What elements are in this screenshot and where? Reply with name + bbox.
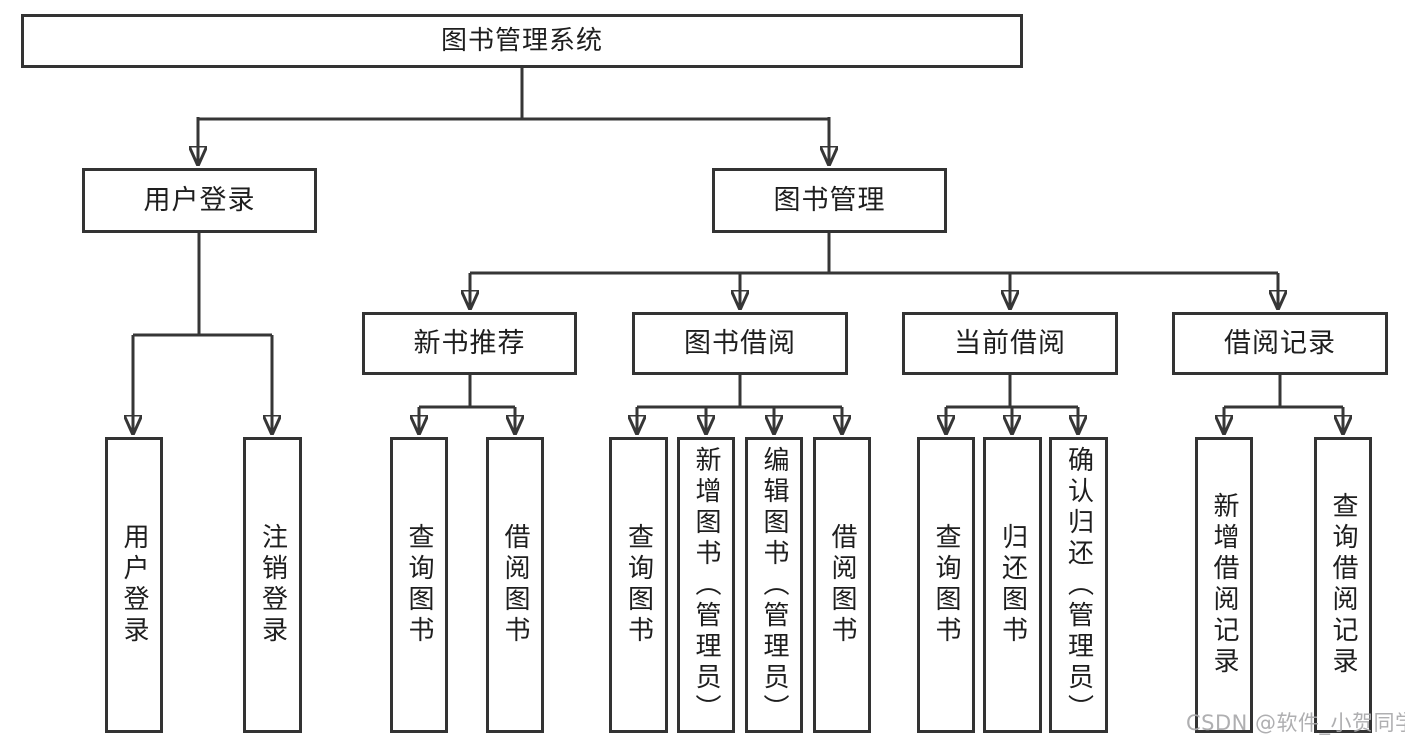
leaf-g4-query-books-label: 查询图书 — [931, 523, 961, 647]
connector-borrowing-to-children — [637, 373, 842, 409]
leaf-g2-borrow-books-label: 借阅图书 — [500, 523, 530, 647]
node-book-borrowing-label: 图书借阅 — [684, 328, 796, 359]
node-borrow-records-label: 借阅记录 — [1224, 328, 1336, 359]
leaf-g4-confirm-return-admin: 确认归还（管理员） — [1049, 437, 1108, 733]
node-current-borrowing-label: 当前借阅 — [954, 328, 1066, 359]
leaf-g3-add-books-admin: 新增图书（管理员） — [677, 437, 735, 733]
node-book-management-label: 图书管理 — [773, 185, 886, 216]
leaf-g4-query-books: 查询图书 — [917, 437, 975, 733]
leaf-g4-return-books: 归还图书 — [983, 437, 1042, 733]
connector-bookmgmt-to-level3 — [470, 231, 1278, 275]
leaf-g3-edit-books-admin: 编辑图书（管理员） — [745, 437, 803, 733]
leaf-logout: 注销登录 — [243, 437, 302, 733]
connector-records-to-children — [1224, 373, 1343, 409]
node-user-login: 用户登录 — [82, 168, 317, 233]
leaf-user-login-label: 用户登录 — [119, 523, 149, 647]
leaf-logout-label: 注销登录 — [257, 523, 288, 647]
leaf-g5-query-borrow-record-label: 查询借阅记录 — [1328, 492, 1358, 678]
leaf-g2-query-books-label: 查询图书 — [404, 523, 434, 647]
node-user-login-label: 用户登录 — [143, 185, 256, 216]
leaf-g2-query-books: 查询图书 — [390, 437, 448, 733]
leaf-g3-query-books: 查询图书 — [609, 437, 668, 733]
leaf-g2-borrow-books: 借阅图书 — [486, 437, 544, 733]
connector-current-to-children — [946, 373, 1078, 409]
csdn-watermark: CSDN @软件_小贺同学 — [1186, 711, 1405, 735]
node-borrow-records: 借阅记录 — [1172, 312, 1388, 375]
node-current-borrowing: 当前借阅 — [902, 312, 1118, 375]
leaf-g5-add-borrow-record-label: 新增借阅记录 — [1209, 492, 1239, 678]
leaf-g4-return-books-label: 归还图书 — [997, 523, 1028, 647]
node-root-label: 图书管理系统 — [440, 26, 603, 56]
node-root-library-system: 图书管理系统 — [21, 14, 1023, 68]
node-new-book-recommend: 新书推荐 — [362, 312, 577, 375]
connector-newbooks-to-children — [419, 373, 515, 409]
leaf-g3-borrow-books: 借阅图书 — [813, 437, 871, 733]
connector-userlogin-to-children — [133, 231, 272, 337]
leaf-user-login: 用户登录 — [105, 437, 163, 733]
leaf-g3-borrow-books-label: 借阅图书 — [827, 523, 857, 647]
leaf-g3-query-books-label: 查询图书 — [623, 523, 654, 647]
leaf-g3-edit-books-admin-label: 编辑图书（管理员） — [759, 445, 789, 725]
leaf-g3-add-books-admin-label: 新增图书（管理员） — [691, 445, 721, 725]
node-book-borrowing: 图书借阅 — [632, 312, 848, 375]
leaf-g4-confirm-return-admin-label: 确认归还（管理员） — [1063, 445, 1094, 725]
node-new-book-recommend-label: 新书推荐 — [413, 328, 526, 359]
connector-root-to-level2 — [198, 66, 829, 121]
node-book-management: 图书管理 — [712, 168, 947, 233]
leaf-g5-query-borrow-record: 查询借阅记录 — [1314, 437, 1372, 733]
leaf-g5-add-borrow-record: 新增借阅记录 — [1195, 437, 1253, 733]
